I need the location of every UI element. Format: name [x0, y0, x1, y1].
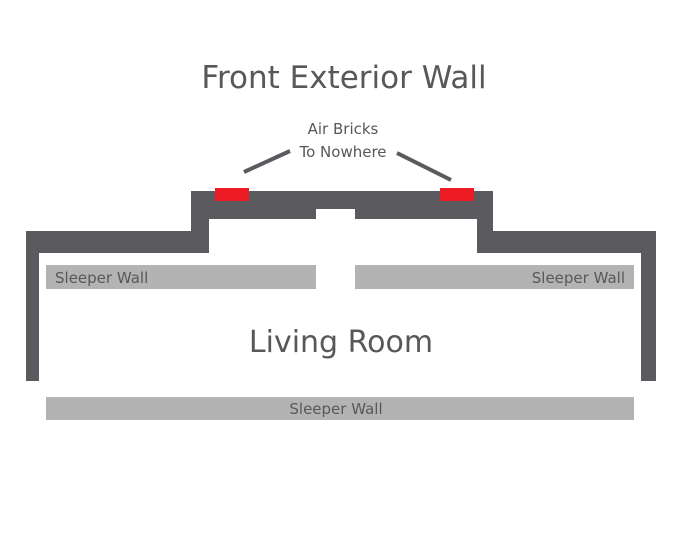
sleeper-wall-label: Sleeper Wall	[289, 400, 382, 418]
annotation-line-1: Air Bricks	[308, 120, 379, 138]
room-label: Living Room	[249, 325, 433, 360]
annotation-line-2: To Nowhere	[298, 143, 386, 161]
sleeper-wall-top-right	[355, 265, 634, 289]
sleeper-wall-label: Sleeper Wall	[55, 269, 148, 287]
pointer-line-left	[243, 149, 291, 174]
sleeper-wall-label: Sleeper Wall	[532, 269, 625, 287]
exterior-wall	[26, 191, 656, 381]
air-brick-left	[215, 188, 249, 201]
air-brick-right	[440, 188, 474, 201]
pointer-line-right	[396, 151, 452, 182]
sleeper-wall-bottom	[46, 397, 634, 420]
sleeper-wall-top-left	[46, 265, 316, 289]
diagram-title: Front Exterior Wall	[201, 60, 486, 96]
